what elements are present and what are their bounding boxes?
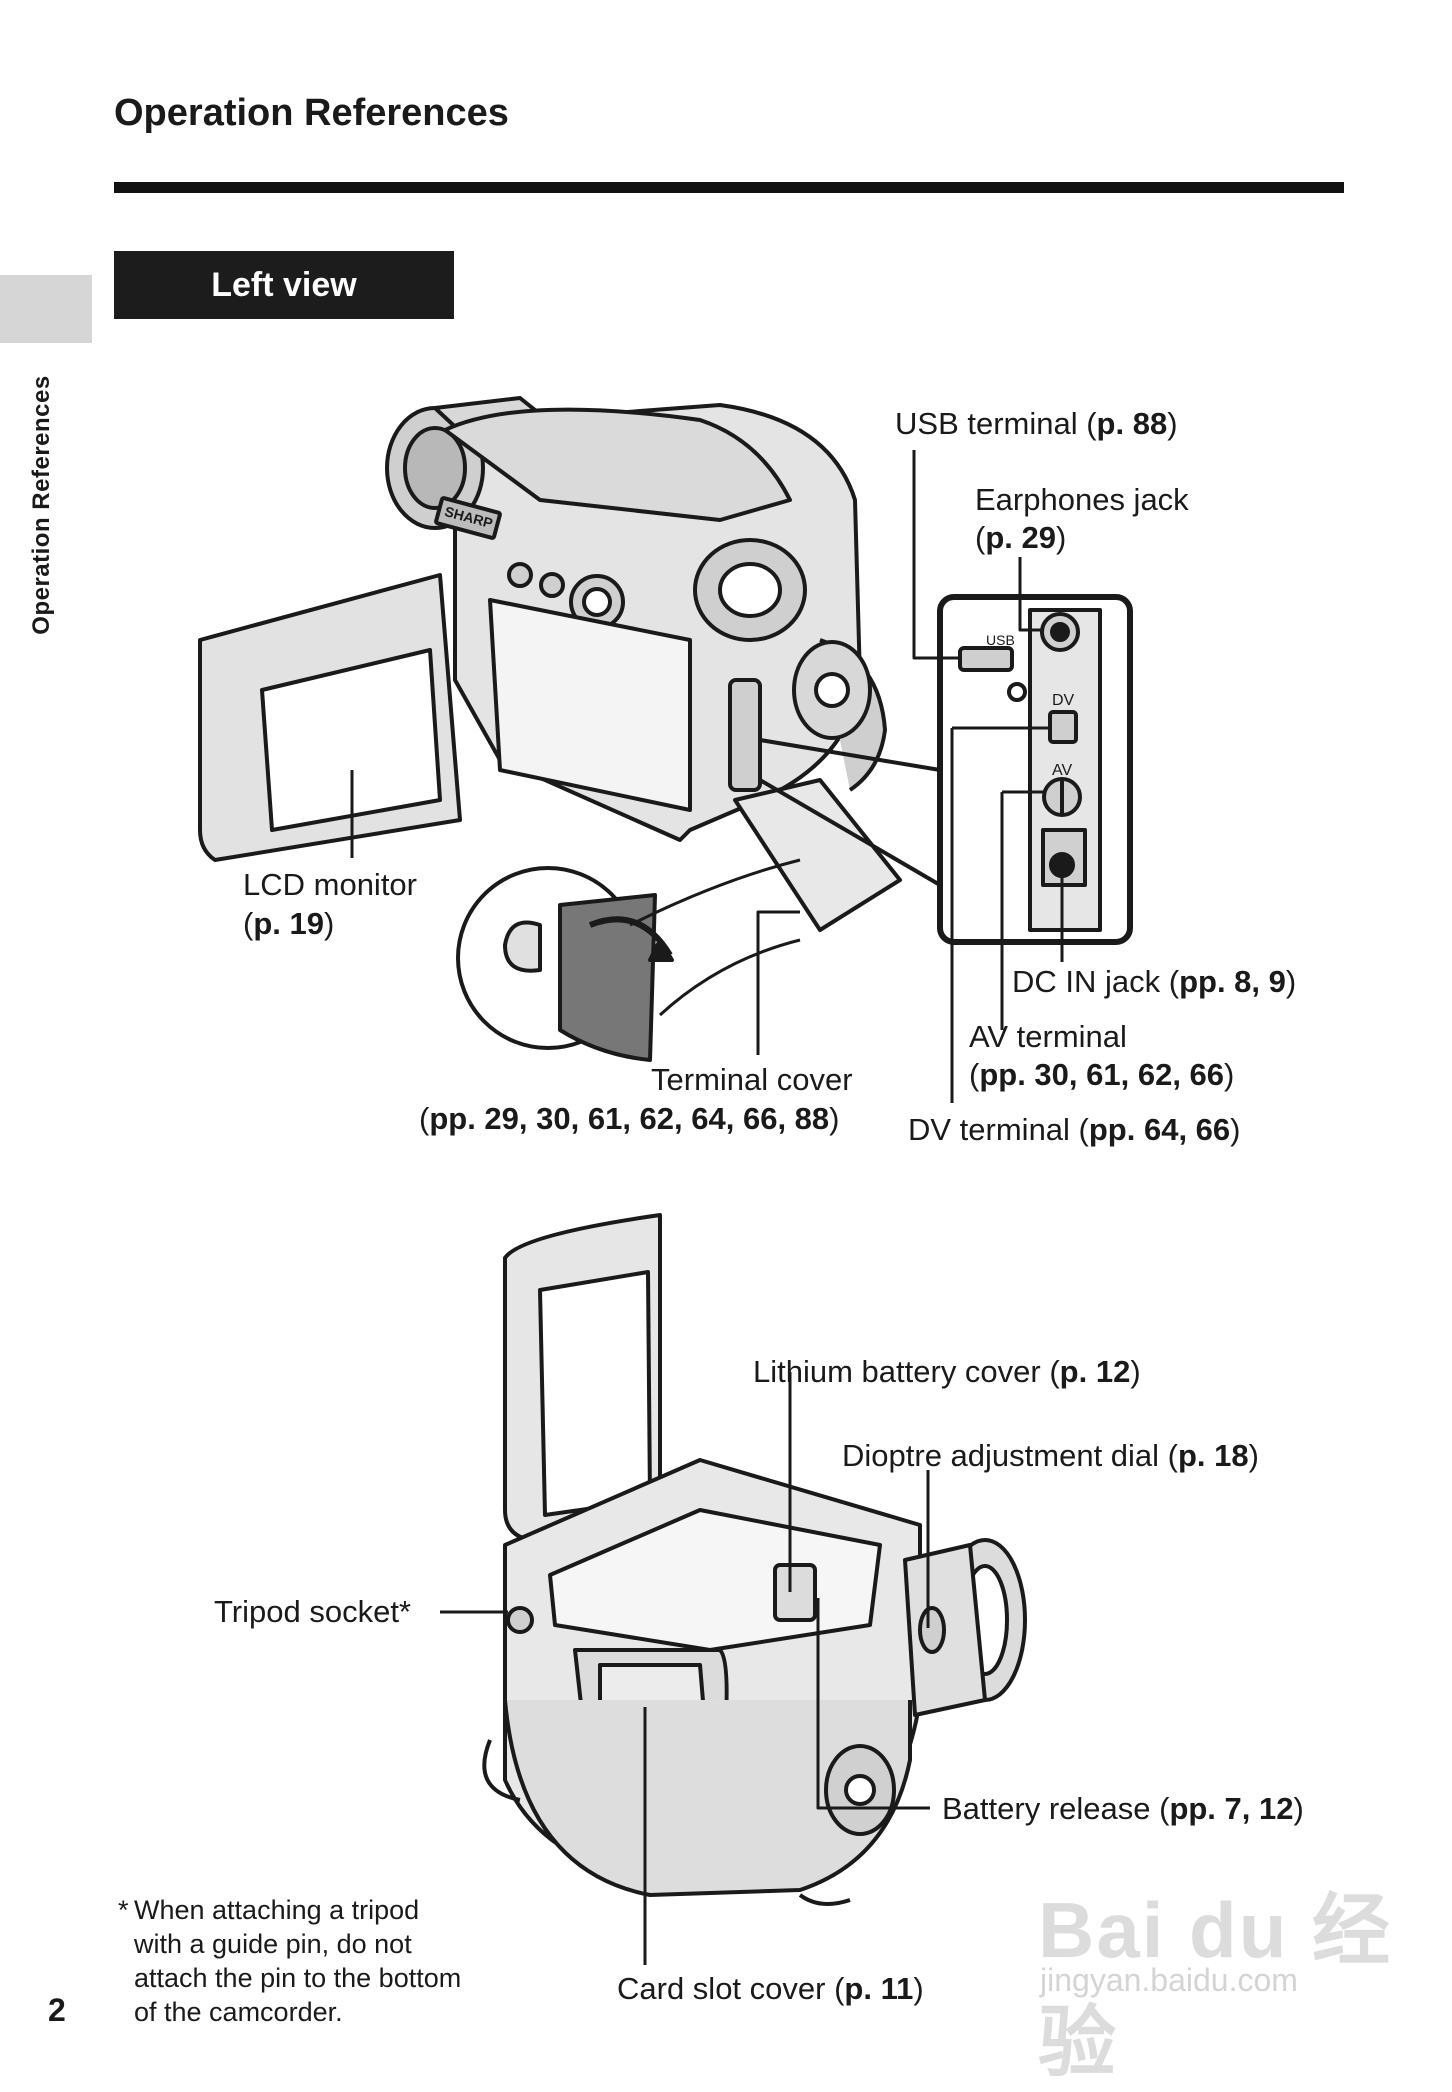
battery-release-label: Battery release (pp. 7, 12) bbox=[942, 1791, 1304, 1826]
title-rule bbox=[114, 182, 1344, 193]
watermark-url: jingyan.baidu.com bbox=[1040, 1962, 1298, 1998]
camcorder-bottom-view-illustration bbox=[482, 1213, 1027, 1906]
lithium-battery-cover-label: Lithium battery cover (p. 12) bbox=[753, 1354, 1141, 1389]
dv-terminal-label: DV terminal (pp. 64, 66) bbox=[908, 1112, 1241, 1147]
terminal-cover-label: Terminal cover bbox=[651, 1062, 853, 1097]
section-badge: Left view bbox=[114, 251, 454, 319]
dioptre-dial-label: Dioptre adjustment dial (p. 18) bbox=[842, 1438, 1259, 1473]
camcorder-left-view-illustration bbox=[198, 396, 1133, 1062]
usb-terminal-label: USB terminal (p. 88) bbox=[895, 406, 1178, 441]
footnote-line: attach the pin to the bottom bbox=[134, 1963, 462, 1993]
card-slot-cover-label: Card slot cover (p. 11) bbox=[617, 1971, 924, 2006]
lcd-monitor-page: (p. 19) bbox=[243, 906, 335, 941]
earphones-jack-label: Earphones jack bbox=[975, 482, 1189, 517]
dc-in-jack-label: DC IN jack (pp. 8, 9) bbox=[1012, 964, 1297, 999]
footnote-line: When attaching a tripod bbox=[134, 1895, 420, 1925]
av-mark: AV bbox=[1052, 762, 1072, 779]
av-terminal-label: AV terminal bbox=[969, 1019, 1127, 1054]
dv-mark: DV bbox=[1052, 692, 1075, 709]
page-number: 2 bbox=[48, 1992, 66, 2028]
footnote-star: * bbox=[118, 1895, 129, 1925]
tripod-socket-label: Tripod socket* bbox=[214, 1594, 411, 1629]
earphones-jack-page: (p. 29) bbox=[975, 520, 1067, 555]
av-terminal-page: (pp. 30, 61, 62, 66) bbox=[969, 1057, 1235, 1092]
side-tab bbox=[0, 275, 92, 343]
footnote-line: of the camcorder. bbox=[134, 1997, 343, 2027]
footnote-line: with a guide pin, do not bbox=[134, 1929, 412, 1959]
page-title: Operation References bbox=[114, 92, 509, 134]
usb-mark: USB bbox=[986, 632, 1015, 648]
terminal-cover-page: (pp. 29, 30, 61, 62, 64, 66, 88) bbox=[419, 1101, 840, 1136]
lcd-monitor-label: LCD monitor bbox=[243, 867, 417, 902]
